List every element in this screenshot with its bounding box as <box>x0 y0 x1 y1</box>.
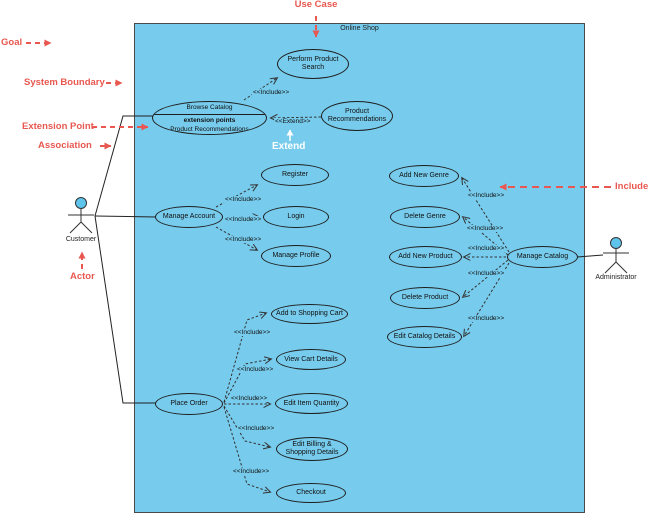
extension-points-label: extension points <box>183 117 236 124</box>
administrator-head <box>610 237 622 249</box>
include-annotation: Include <box>615 181 649 192</box>
include-stereotype-label: <<Include>> <box>224 236 263 243</box>
use-case-add-to-shopping-cart[interactable]: Add to Shopping Cart <box>271 304 348 324</box>
actor-annotation: Actor <box>70 271 95 282</box>
association-annotation: Association <box>38 140 92 151</box>
customer-actor-label: Customer <box>65 236 97 243</box>
use-case-product-recommendations[interactable]: Product Recommendations <box>321 101 393 131</box>
include-stereotype-label: <<Include>> <box>467 245 506 252</box>
include-stereotype-label: <<Include>> <box>232 468 271 475</box>
include-stereotype-label: <<Include>> <box>236 366 275 373</box>
use-case-perform-product-search[interactable]: Perform Product Search <box>277 49 349 79</box>
use-case-checkout[interactable]: Checkout <box>276 483 346 503</box>
include-stereotype-label: <<Include>> <box>224 216 263 223</box>
customer-actor-figure[interactable] <box>68 197 94 234</box>
include-stereotype-label: <<Include>> <box>237 425 276 432</box>
extension-point-value: Product Recommendations <box>170 126 249 133</box>
use-case-annotation: Use Case <box>294 0 338 10</box>
system-boundary-box[interactable] <box>134 23 585 513</box>
goal-annotation: Goal <box>1 37 23 48</box>
administrator-actor-figure[interactable] <box>603 237 629 274</box>
use-case-register[interactable]: Register <box>261 164 329 186</box>
use-case-delete-genre[interactable]: Delete Genre <box>390 206 460 228</box>
administrator-actor-label: Administrator <box>595 274 637 281</box>
use-case-edit-billing-shopping-details[interactable]: Edit Billing & Shopping Details <box>276 437 348 461</box>
include-stereotype-label: <<Include>> <box>252 89 291 96</box>
include-stereotype-label: <<Include>> <box>233 329 272 336</box>
include-stereotype-label: <<Include>> <box>467 315 506 322</box>
include-stereotype-label: <<Include>> <box>230 395 269 402</box>
include-stereotype-label: <<Include>> <box>467 192 506 199</box>
use-case-add-new-genre[interactable]: Add New Genre <box>389 165 459 187</box>
use-case-view-cart-details[interactable]: View Cart Details <box>276 349 346 370</box>
include-stereotype-label: <<Include>> <box>466 225 505 232</box>
use-case-edit-item-quantity[interactable]: Edit Item Quantity <box>275 393 348 414</box>
customer-body <box>68 208 94 234</box>
use-case-manage-profile[interactable]: Manage Profile <box>261 245 331 267</box>
use-case-delete-product[interactable]: Delete Product <box>390 287 460 309</box>
use-case-manage-catalog[interactable]: Manage Catalog <box>507 246 578 268</box>
extend-annotation: Extend <box>272 141 306 152</box>
include-stereotype-label: <<Include>> <box>224 196 263 203</box>
use-case-place-order[interactable]: Place Order <box>155 393 223 415</box>
system-boundary-annotation: System Boundary <box>24 77 105 88</box>
extend-stereotype-label: <<Extend>> <box>274 118 312 125</box>
use-case-edit-catalog-details[interactable]: Edit Catalog Details <box>387 326 462 348</box>
customer-head <box>75 197 87 209</box>
include-stereotype-label: <<Include>> <box>467 270 506 277</box>
system-title: Online Shop <box>340 25 379 32</box>
use-case-browse-catalog[interactable]: Browse Catalog extension points Product … <box>152 101 267 135</box>
extension-point-annotation: Extension Point <box>22 121 94 132</box>
browse-catalog-title: Browse Catalog <box>153 102 266 115</box>
use-case-login[interactable]: Login <box>263 206 329 228</box>
use-case-manage-account[interactable]: Manage Account <box>155 206 223 228</box>
use-case-add-new-product[interactable]: Add New Product <box>389 246 462 268</box>
administrator-body <box>603 248 629 274</box>
